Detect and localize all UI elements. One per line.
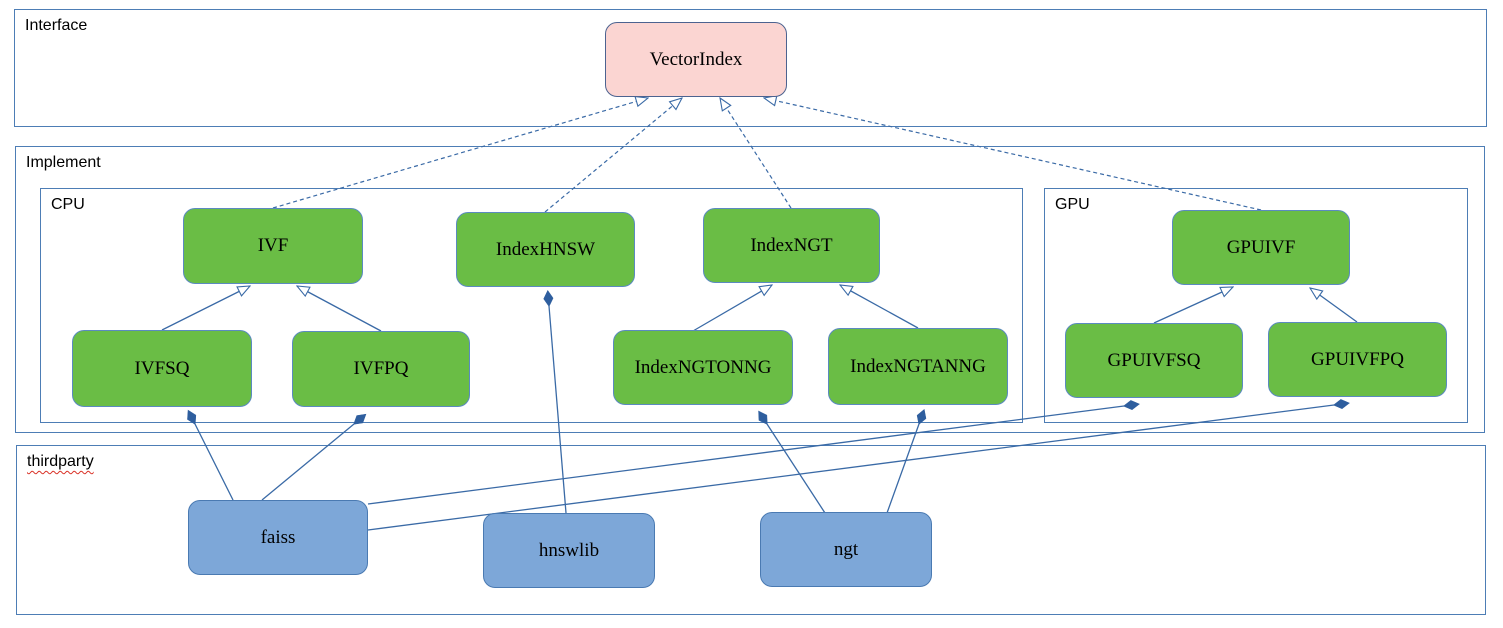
node-indexhnsw: IndexHNSW	[456, 212, 635, 287]
node-ivfsq: IVFSQ	[72, 330, 252, 407]
node-indexngt: IndexNGT	[703, 208, 880, 283]
node-vectorindex-label: VectorIndex	[649, 48, 743, 70]
node-gpuivf-label: GPUIVF	[1226, 236, 1296, 258]
node-indexngtonng: IndexNGTONNG	[613, 330, 793, 405]
node-gpuivfsq: GPUIVFSQ	[1065, 323, 1243, 398]
node-gpuivfsq-label: GPUIVFSQ	[1107, 349, 1201, 371]
node-hnswlib-label: hnswlib	[538, 539, 600, 561]
container-thirdparty-label: thirdparty	[27, 453, 94, 470]
node-indexhnsw-label: IndexHNSW	[495, 238, 596, 260]
container-gpu-label: GPU	[1055, 196, 1090, 213]
node-indexngtanng-label: IndexNGTANNG	[850, 355, 986, 377]
node-ngt-label: ngt	[833, 538, 859, 560]
node-ivfpq: IVFPQ	[292, 331, 470, 407]
node-vectorindex: VectorIndex	[605, 22, 787, 97]
node-gpuivfpq: GPUIVFPQ	[1268, 322, 1447, 397]
node-faiss: faiss	[188, 500, 368, 575]
node-indexngtonng-label: IndexNGTONNG	[634, 356, 772, 378]
node-hnswlib: hnswlib	[483, 513, 655, 588]
container-interface-label: Interface	[25, 17, 88, 34]
container-implement-label: Implement	[26, 154, 101, 171]
node-gpuivfpq-label: GPUIVFPQ	[1311, 348, 1404, 370]
node-ivf: IVF	[183, 208, 363, 284]
node-ivf-label: IVF	[257, 235, 289, 256]
node-gpuivf: GPUIVF	[1172, 210, 1350, 285]
node-faiss-label: faiss	[260, 526, 296, 548]
node-indexngt-label: IndexNGT	[750, 234, 833, 256]
node-ivfsq-label: IVFSQ	[134, 357, 190, 379]
container-cpu-label: CPU	[51, 196, 85, 213]
node-indexngtanng: IndexNGTANNG	[828, 328, 1008, 405]
node-ivfpq-label: IVFPQ	[353, 358, 409, 379]
node-ngt: ngt	[760, 512, 932, 587]
